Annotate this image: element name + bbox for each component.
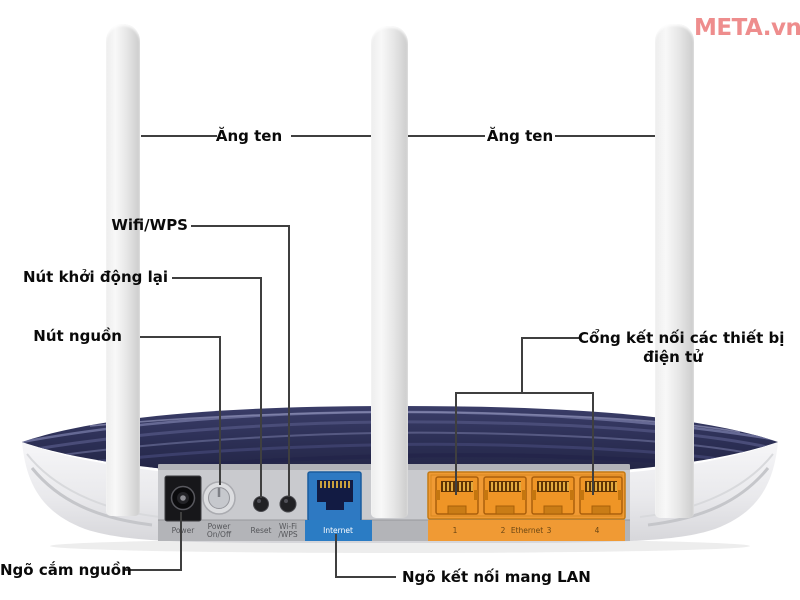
label-power-jack: Ngõ cắm nguồn: [0, 561, 132, 579]
antenna-middle: [371, 26, 408, 518]
watermark-logo: META.vn: [694, 15, 800, 41]
right-ridge: [647, 467, 770, 527]
callout-line-wps-h: [191, 225, 289, 227]
power-jack: [164, 475, 202, 522]
callout-line-antenna-left-b: [291, 135, 373, 137]
panel-label-reset: Reset: [250, 526, 272, 535]
callout-line-antenna-right-b: [555, 135, 656, 137]
label-device-ports-line2: điện tử: [643, 348, 703, 366]
label-antenna-left: Ăng ten: [215, 127, 283, 145]
panel-label-eth-3: 3: [546, 526, 552, 535]
panel-label-eth-4: 4: [594, 526, 600, 535]
callout-line-devports-left: [455, 392, 457, 495]
ethernet-port-3: [531, 476, 575, 515]
callout-line-power-v: [219, 336, 221, 485]
callout-line-reset-v: [260, 277, 262, 498]
internet-strip: [305, 520, 372, 541]
panel-label-eth-1: 1: [452, 526, 458, 535]
reset-button: [253, 496, 269, 512]
label-device-ports: Cổng kết nối các thiết bị điện tử: [578, 329, 785, 367]
label-antenna-right: Ăng ten: [486, 127, 554, 145]
ethernet-port-2: [483, 476, 527, 515]
callout-line-devports-bar: [455, 392, 594, 394]
callout-line-antenna-right-a: [406, 135, 485, 137]
label-wifi-wps: Wifi/WPS: [111, 216, 188, 234]
callout-line-jack-h: [124, 569, 182, 571]
callout-line-devports-stem-h: [523, 337, 580, 339]
callout-line-wps-v: [288, 225, 290, 497]
ethernet-strip: [428, 520, 625, 541]
left-ridge-2: [26, 453, 161, 518]
ethernet-port-4: [579, 476, 623, 515]
panel-label-power-switch-1: Power: [207, 522, 231, 531]
panel-label-eth-2: 2: [500, 526, 506, 535]
label-lan-port: Ngõ kết nối mang LAN: [402, 568, 591, 586]
antenna-right: [655, 24, 694, 518]
power-switch: [202, 481, 236, 515]
ethernet-port-1: [435, 476, 479, 515]
label-device-ports-line1: Cổng kết nối các thiết bị: [578, 329, 785, 347]
panel-label-wps-1: Wi-Fi: [279, 522, 297, 531]
callout-line-reset-h: [172, 277, 261, 279]
panel-label-eth-ethernet: Ethernet: [510, 526, 544, 535]
label-power-button: Nút nguồn: [33, 327, 122, 345]
callout-line-antenna-left-a: [141, 135, 217, 137]
wps-button: [279, 495, 297, 513]
callout-line-power-h: [126, 336, 221, 338]
callout-line-lan-h: [336, 576, 396, 578]
callout-line-jack-v: [180, 512, 182, 571]
callout-line-devports-right: [592, 392, 594, 495]
callout-line-lan-v: [335, 534, 337, 578]
internet-port: [307, 471, 362, 522]
panel-label-power-switch-2: On/Off: [206, 530, 232, 539]
left-ridge: [30, 467, 153, 527]
label-reset-button: Nút khởi động lại: [22, 268, 168, 286]
panel-label-power: Power: [171, 526, 195, 535]
antenna-left: [106, 24, 140, 516]
callout-line-devports-stem-v: [521, 337, 523, 393]
panel-label-internet: Internet: [323, 526, 353, 535]
panel-label-wps-2: /WPS: [278, 530, 298, 539]
